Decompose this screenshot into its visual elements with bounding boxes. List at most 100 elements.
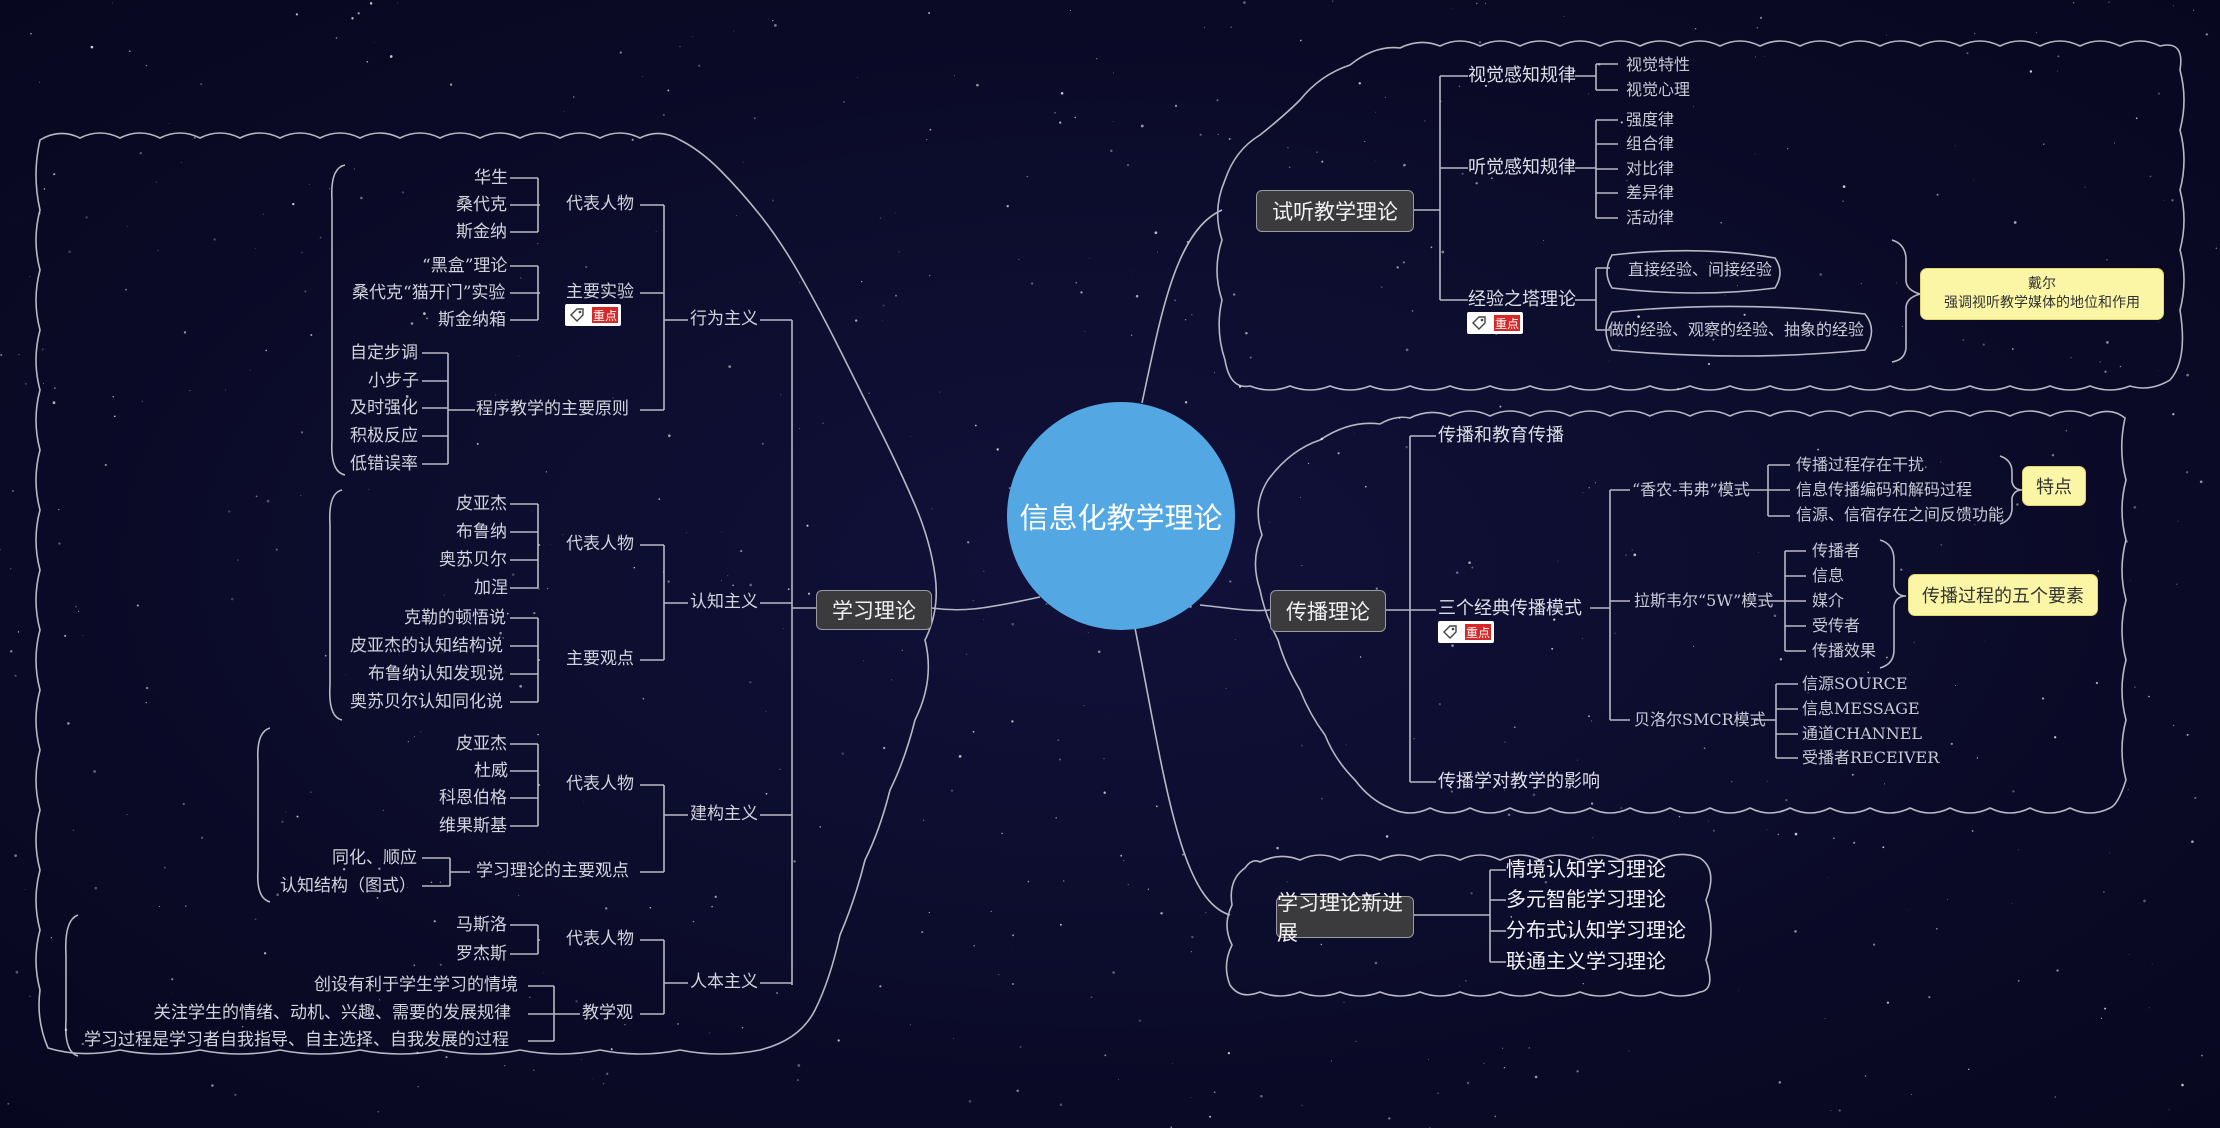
- leaf-item[interactable]: 克勒的顿悟说: [404, 608, 506, 628]
- leaf-item[interactable]: 情境认知学习理论: [1506, 857, 1666, 881]
- leaf-item[interactable]: 做的经验、观察的经验、抽象的经验: [1608, 320, 1865, 339]
- leaf-item[interactable]: 桑代克: [456, 195, 507, 215]
- leaf-item[interactable]: 传播效果: [1812, 641, 1877, 660]
- leaf-item[interactable]: 创设有利于学生学习的情境: [314, 975, 518, 995]
- important-tag: 重点: [1438, 621, 1494, 643]
- branch-visual-perception[interactable]: 视觉感知规律: [1468, 65, 1576, 86]
- leaf-item[interactable]: 桑代克“猫开门”实验: [352, 283, 506, 303]
- leaf-item[interactable]: 皮亚杰的认知结构说: [350, 636, 503, 656]
- note-features-label: 特点: [2036, 477, 2072, 498]
- leaf-item[interactable]: 及时强化: [350, 398, 418, 418]
- leaf-item[interactable]: 媒介: [1812, 591, 1845, 610]
- leaf-item[interactable]: 学习过程是学习者自我指导、自主选择、自我发展的过程: [84, 1030, 509, 1050]
- central-topic-label: 信息化教学理论: [1019, 501, 1223, 535]
- leaf-item[interactable]: 奥苏贝尔: [439, 550, 507, 570]
- branch-communication-education[interactable]: 传播和教育传播: [1438, 425, 1564, 446]
- leaf-item[interactable]: 维果斯基: [439, 816, 507, 836]
- leaf-item[interactable]: 传播过程存在干扰: [1796, 455, 1925, 474]
- leaf-item[interactable]: 布鲁纳认知发现说: [368, 664, 504, 684]
- branch-three-models[interactable]: 三个经典传播模式: [1438, 598, 1582, 619]
- leaf-item[interactable]: 加涅: [474, 578, 508, 598]
- leaf-item[interactable]: 低错误率: [350, 454, 418, 474]
- leaf-item[interactable]: 多元智能学习理论: [1506, 887, 1666, 911]
- leaf-item[interactable]: 差异律: [1626, 183, 1675, 202]
- label-cognitivism-views[interactable]: 主要观点: [566, 649, 634, 669]
- leaf-item[interactable]: 斯金纳箱: [438, 310, 506, 330]
- label-cognitivism-rep[interactable]: 代表人物: [566, 534, 634, 554]
- leaf-item[interactable]: 信息: [1812, 566, 1845, 585]
- leaf-item[interactable]: 关注学生的情绪、动机、兴趣、需要的发展规律: [154, 1003, 511, 1023]
- note-five-elements-label: 传播过程的五个要素: [1922, 586, 2084, 607]
- branch-behaviorism[interactable]: 行为主义: [690, 309, 758, 329]
- label-behaviorism-principles[interactable]: 程序教学的主要原则: [476, 399, 629, 419]
- leaf-item[interactable]: 视觉心理: [1626, 80, 1691, 99]
- leaf-item[interactable]: 直接经验、间接经验: [1628, 260, 1773, 279]
- leaf-item[interactable]: “黑盒”理论: [422, 256, 508, 276]
- leaf-item[interactable]: 杜威: [474, 761, 508, 781]
- leaf-item[interactable]: 马斯洛: [456, 915, 507, 935]
- label-humanism-views[interactable]: 教学观: [582, 1003, 633, 1023]
- leaf-item[interactable]: 活动律: [1626, 208, 1675, 227]
- leaf-item[interactable]: 信源SOURCE: [1802, 674, 1908, 693]
- label-behaviorism-rep[interactable]: 代表人物: [566, 194, 634, 214]
- leaf-item[interactable]: 斯金纳: [456, 222, 507, 242]
- leaf-item[interactable]: 皮亚杰: [456, 734, 507, 754]
- note-five-elements[interactable]: 传播过程的五个要素: [1908, 574, 2098, 616]
- leaf-item[interactable]: 传播者: [1812, 541, 1861, 560]
- topic-new-progress[interactable]: 学习理论新进展: [1276, 891, 1414, 945]
- leaf-item[interactable]: 科恩伯格: [439, 788, 507, 808]
- leaf-item[interactable]: 认知结构（图式）: [280, 876, 416, 896]
- leaf-item[interactable]: 组合律: [1626, 134, 1675, 153]
- note-features[interactable]: 特点: [2022, 466, 2086, 506]
- branch-cone-of-experience[interactable]: 经验之塔理论: [1468, 289, 1576, 310]
- leaf-item[interactable]: 强度律: [1626, 110, 1675, 129]
- branch-communication-impact[interactable]: 传播学对教学的影响: [1438, 771, 1600, 792]
- note-dale[interactable]: 戴尔 强调视听教学媒体的地位和作用: [1920, 268, 2164, 320]
- branch-cognitivism[interactable]: 认知主义: [690, 592, 758, 612]
- leaf-item[interactable]: 分布式认知学习理论: [1506, 918, 1686, 942]
- boundary-audiovisual: [1216, 40, 2185, 391]
- topic-audiovisual-theory-label: 试听教学理论: [1272, 200, 1398, 224]
- leaf-item[interactable]: 同化、顺应: [332, 848, 417, 868]
- model-lasswell[interactable]: 拉斯韦尔“5W”模式: [1634, 591, 1774, 610]
- tag-icon: [570, 308, 584, 322]
- leaf-item[interactable]: 对比律: [1626, 159, 1675, 178]
- leaf-item[interactable]: 奥苏贝尔认知同化说: [350, 692, 503, 712]
- leaf-item[interactable]: 自定步调: [350, 343, 418, 363]
- label-constructivism-views[interactable]: 学习理论的主要观点: [476, 861, 629, 881]
- label-constructivism-rep[interactable]: 代表人物: [566, 774, 634, 794]
- leaf-item[interactable]: 通道CHANNEL: [1802, 724, 1923, 743]
- label-behaviorism-exp[interactable]: 主要实验: [566, 282, 634, 302]
- leaf-item[interactable]: 联通主义学习理论: [1506, 949, 1666, 973]
- topic-audiovisual-theory[interactable]: 试听教学理论: [1256, 190, 1414, 232]
- leaf-item[interactable]: 信源、信宿存在之间反馈功能: [1796, 505, 2005, 524]
- leaf-item[interactable]: 小步子: [368, 371, 419, 391]
- leaf-item[interactable]: 罗杰斯: [456, 944, 507, 964]
- branch-auditory-perception[interactable]: 听觉感知规律: [1468, 157, 1576, 178]
- topic-learning-theory[interactable]: 学习理论: [816, 590, 932, 630]
- topic-communication-theory[interactable]: 传播理论: [1270, 590, 1386, 632]
- leaf-item[interactable]: 信息MESSAGE: [1802, 699, 1920, 718]
- boundary-communication: [1254, 410, 2127, 814]
- important-tag: 重点: [565, 304, 621, 326]
- branch-humanism[interactable]: 人本主义: [690, 972, 758, 992]
- tag-icon: [1472, 316, 1486, 330]
- leaf-item[interactable]: 受传者: [1812, 616, 1861, 635]
- branch-constructivism[interactable]: 建构主义: [690, 804, 758, 824]
- leaf-item[interactable]: 布鲁纳: [456, 522, 507, 542]
- leaf-item[interactable]: 华生: [474, 168, 508, 188]
- note-dale-line1: 戴尔: [2028, 276, 2056, 292]
- boundary-learning: [35, 132, 938, 1055]
- central-topic[interactable]: 信息化教学理论: [1007, 402, 1235, 630]
- model-shannon[interactable]: “香农-韦弗”模式: [1632, 480, 1750, 499]
- leaf-item[interactable]: 受播者RECEIVER: [1802, 748, 1940, 767]
- leaf-item[interactable]: 视觉特性: [1626, 55, 1691, 74]
- topic-learning-theory-label: 学习理论: [832, 599, 916, 623]
- leaf-item[interactable]: 皮亚杰: [456, 494, 507, 514]
- label-humanism-rep[interactable]: 代表人物: [566, 929, 634, 949]
- leaf-item[interactable]: 积极反应: [350, 426, 418, 446]
- leaf-item[interactable]: 信息传播编码和解码过程: [1796, 480, 1973, 499]
- model-berlo[interactable]: 贝洛尔SMCR模式: [1634, 710, 1766, 729]
- important-tag: 重点: [1467, 312, 1523, 334]
